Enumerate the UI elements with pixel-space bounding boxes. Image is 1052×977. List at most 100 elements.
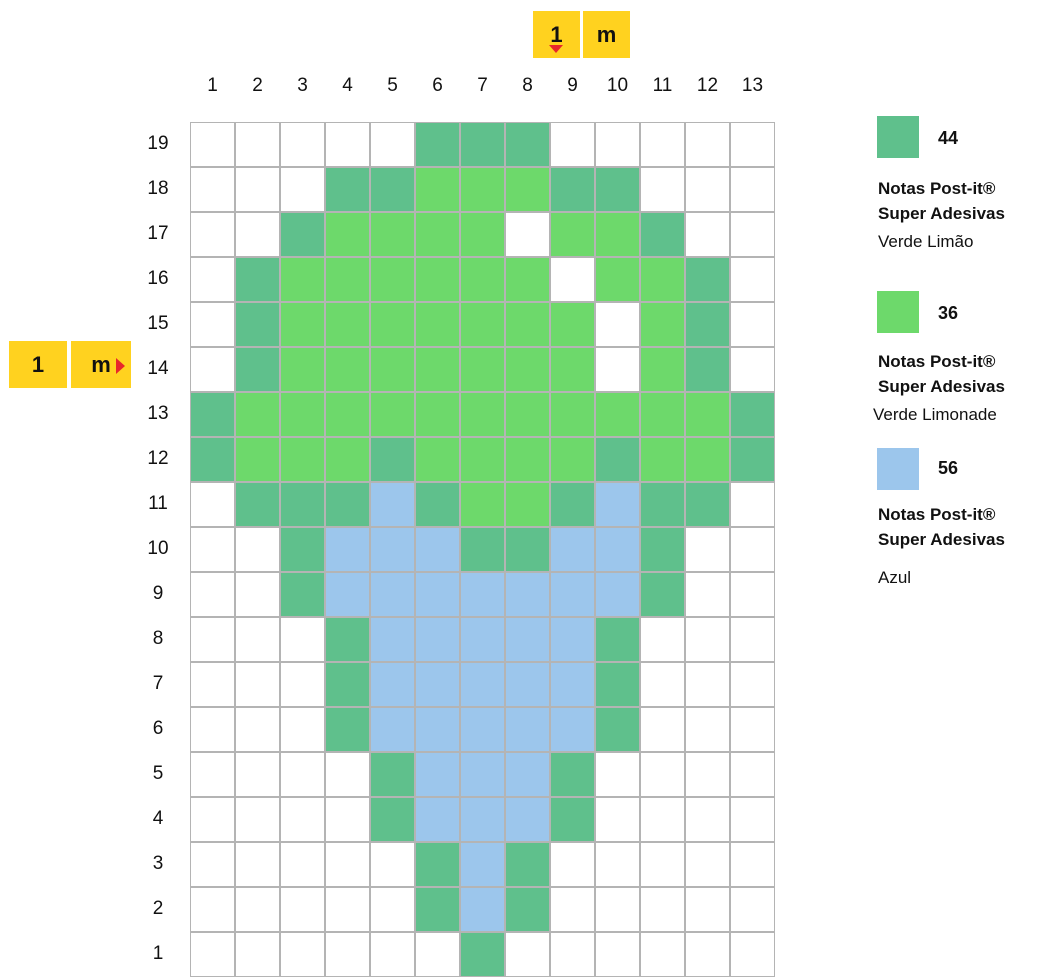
grid-cell: [505, 257, 550, 302]
grid-cell: [370, 347, 415, 392]
grid-cell: [370, 752, 415, 797]
row-label: 19: [138, 133, 178, 155]
grid-cell: [325, 167, 370, 212]
grid-cell: [550, 797, 595, 842]
column-label: 12: [685, 75, 730, 97]
grid-cell: [505, 302, 550, 347]
grid-cell: [370, 482, 415, 527]
grid-cell: [280, 392, 325, 437]
grid-cell: [370, 122, 415, 167]
grid-cell: [595, 797, 640, 842]
grid-cell: [370, 167, 415, 212]
grid-cell: [190, 572, 235, 617]
grid-cell: [370, 887, 415, 932]
grid-cell: [235, 437, 280, 482]
row-label: 10: [138, 538, 178, 560]
grid-cell: [730, 482, 775, 527]
grid-cell: [325, 302, 370, 347]
grid-cell: [730, 212, 775, 257]
column-label: 11: [640, 75, 685, 97]
grid-cell: [415, 347, 460, 392]
grid-cell: [415, 932, 460, 977]
grid-cell: [730, 842, 775, 887]
grid-cell: [640, 617, 685, 662]
grid-cell: [280, 752, 325, 797]
grid-cell: [280, 437, 325, 482]
grid-cell: [190, 752, 235, 797]
grid-cell: [415, 167, 460, 212]
row-label: 14: [138, 358, 178, 380]
row-label: 6: [138, 718, 178, 740]
row-label: 17: [138, 223, 178, 245]
grid-cell: [325, 347, 370, 392]
grid-cell: [460, 437, 505, 482]
grid-cell: [685, 302, 730, 347]
grid-cell: [640, 662, 685, 707]
legend-color-name: Azul: [878, 568, 911, 588]
grid-cell: [460, 482, 505, 527]
grid-cell: [505, 707, 550, 752]
row-label: 18: [138, 178, 178, 200]
grid-cell: [280, 887, 325, 932]
grid-cell: [550, 212, 595, 257]
grid-cell: [280, 662, 325, 707]
grid-cell: [460, 932, 505, 977]
grid-cell: [460, 572, 505, 617]
grid-cell: [190, 617, 235, 662]
arrow-right-icon: [116, 358, 125, 374]
grid-cell: [415, 212, 460, 257]
legend-swatch: [877, 448, 919, 490]
grid-cell: [460, 122, 505, 167]
grid-cell: [685, 662, 730, 707]
grid-cell: [325, 212, 370, 257]
grid-cell: [235, 932, 280, 977]
column-label: 8: [505, 75, 550, 97]
grid-cell: [235, 392, 280, 437]
grid-cell: [415, 527, 460, 572]
grid-cell: [730, 752, 775, 797]
grid-cell: [685, 437, 730, 482]
grid-cell: [595, 167, 640, 212]
grid-cell: [730, 167, 775, 212]
grid-cell: [550, 572, 595, 617]
grid-cell: [415, 617, 460, 662]
grid-cell: [415, 392, 460, 437]
grid-cell: [640, 257, 685, 302]
grid-cell: [235, 212, 280, 257]
grid-cell: [595, 302, 640, 347]
grid-cell: [730, 887, 775, 932]
row-label: 5: [138, 763, 178, 785]
grid-cell: [730, 347, 775, 392]
grid-cell: [550, 617, 595, 662]
grid-cell: [415, 572, 460, 617]
grid-cell: [460, 212, 505, 257]
grid-cell: [280, 932, 325, 977]
grid-cell: [460, 842, 505, 887]
row-label: 8: [138, 628, 178, 650]
grid-cell: [325, 527, 370, 572]
row-label: 13: [138, 403, 178, 425]
grid-cell: [325, 797, 370, 842]
grid-cell: [280, 212, 325, 257]
grid-cell: [595, 887, 640, 932]
grid-cell: [460, 752, 505, 797]
column-label: 1: [190, 75, 235, 97]
grid-cell: [640, 572, 685, 617]
grid-cell: [370, 617, 415, 662]
grid-cell: [460, 257, 505, 302]
column-label: 13: [730, 75, 775, 97]
grid-cell: [550, 167, 595, 212]
grid-cell: [640, 752, 685, 797]
left-scale-number: 1: [9, 341, 67, 388]
grid-cell: [505, 662, 550, 707]
grid-cell: [595, 932, 640, 977]
grid-cell: [415, 302, 460, 347]
pixel-grid: [190, 122, 775, 977]
grid-cell: [280, 347, 325, 392]
grid-cell: [190, 932, 235, 977]
grid-cell: [280, 302, 325, 347]
legend-product-name: Notas Post-it® Super Adesivas: [878, 176, 1005, 226]
grid-cell: [595, 527, 640, 572]
grid-cell: [640, 167, 685, 212]
grid-cell: [370, 302, 415, 347]
